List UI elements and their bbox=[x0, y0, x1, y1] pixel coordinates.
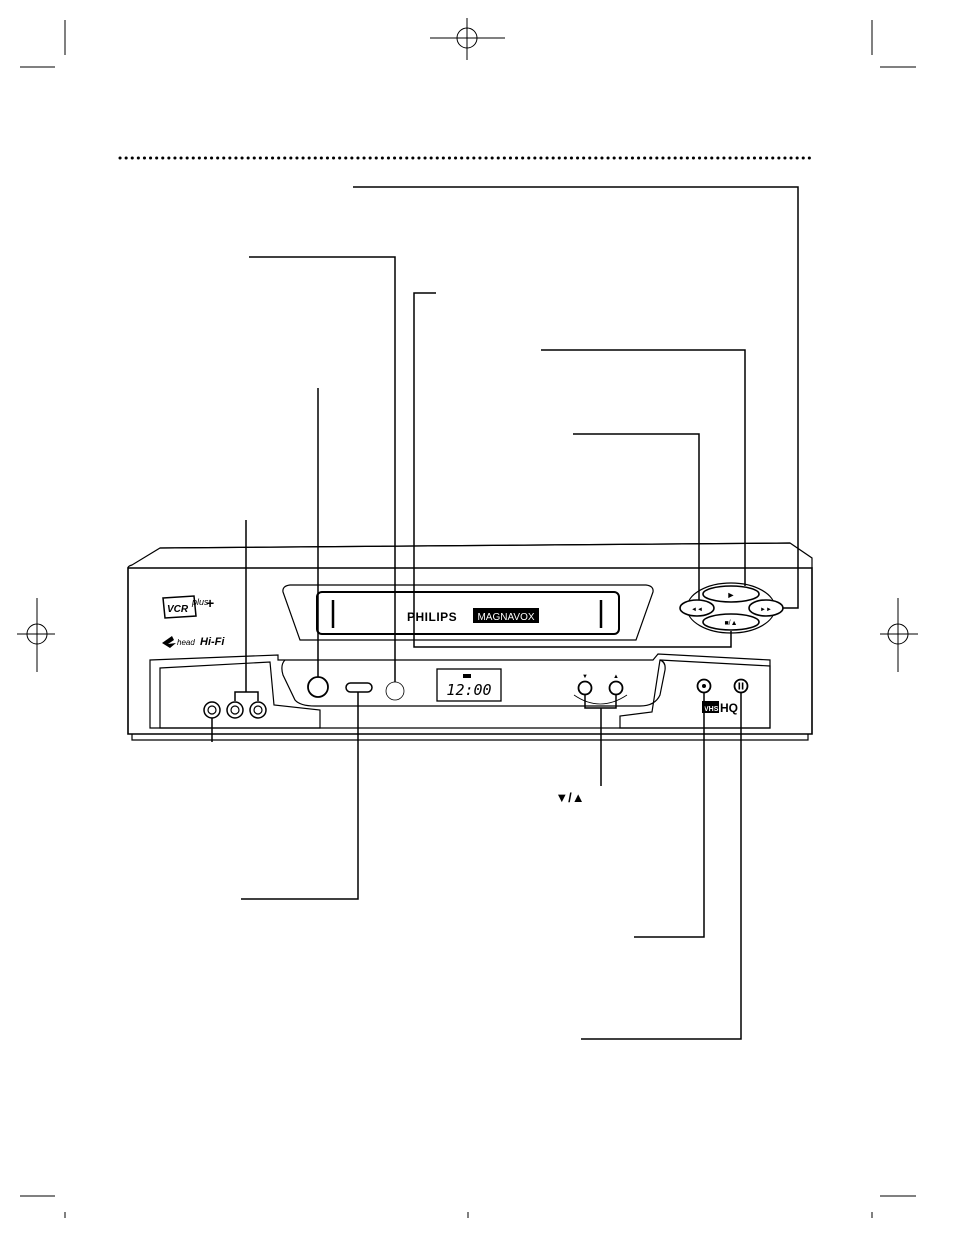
channel-down-button[interactable]: ▼ bbox=[577, 674, 593, 696]
channel-arrows-caption: ▼/▲ bbox=[555, 790, 584, 805]
registration-mark-top bbox=[430, 18, 505, 60]
callout-vcr-tv bbox=[241, 692, 359, 900]
audio-in-jack[interactable] bbox=[249, 701, 267, 719]
rewind-button[interactable]: ◄◄ bbox=[679, 599, 715, 617]
display-time: 12:00 bbox=[446, 681, 491, 699]
callout-record bbox=[634, 693, 705, 938]
callout-stop-eject bbox=[413, 292, 732, 648]
magnavox-logo: MAGNAVOX bbox=[473, 608, 539, 623]
callout-input-jacks-bracket bbox=[234, 691, 259, 701]
stop-eject-button[interactable]: ■/▲ bbox=[702, 613, 760, 631]
svg-text:+: + bbox=[206, 595, 214, 611]
callout-play bbox=[541, 349, 746, 586]
crop-marks bbox=[20, 20, 916, 1218]
fast-forward-button[interactable]: ►► bbox=[748, 599, 784, 617]
svg-text:head: head bbox=[177, 638, 195, 647]
remote-sensor-window bbox=[385, 681, 405, 701]
vcr-plus-logo: VCR plus + bbox=[162, 595, 214, 619]
vcr-tv-button[interactable] bbox=[345, 682, 373, 693]
callout-pause bbox=[581, 693, 742, 1040]
hifi-logo: head Hi-Fi bbox=[162, 636, 225, 648]
play-button[interactable]: ► bbox=[702, 585, 760, 603]
channel-up-symbol: ▲ bbox=[613, 674, 619, 680]
svg-text:VCR: VCR bbox=[167, 604, 189, 615]
registration-mark-right bbox=[880, 598, 918, 672]
vhs-hq-logo: VHS HQ bbox=[702, 701, 738, 715]
display-window: 12:00 bbox=[436, 668, 502, 702]
rewind-button-symbol: ◄◄ bbox=[691, 607, 703, 613]
svg-text:VHS: VHS bbox=[704, 706, 719, 713]
callout-lines bbox=[211, 186, 799, 1040]
callout-rewind bbox=[573, 433, 700, 600]
magnavox-logo-text: MAGNAVOX bbox=[477, 612, 534, 623]
vcr-body bbox=[127, 542, 813, 741]
callout-fast-forward bbox=[353, 186, 799, 609]
svg-text:Hi-Fi: Hi-Fi bbox=[200, 636, 225, 648]
play-button-symbol: ► bbox=[727, 590, 736, 600]
philips-logo: PHILIPS bbox=[407, 610, 457, 624]
svg-text:plus: plus bbox=[191, 597, 209, 607]
power-button[interactable] bbox=[307, 676, 329, 698]
input-jacks bbox=[203, 701, 267, 719]
svg-text:HQ: HQ bbox=[720, 701, 738, 715]
stop-eject-button-symbol: ■/▲ bbox=[724, 620, 737, 627]
fast-forward-button-symbol: ►► bbox=[760, 607, 772, 613]
channel-up-button[interactable]: ▲ bbox=[608, 674, 624, 696]
record-button[interactable] bbox=[696, 678, 712, 694]
channel-buttons-arc bbox=[573, 694, 628, 705]
s-video-jack[interactable] bbox=[203, 701, 221, 719]
channel-down-symbol: ▼ bbox=[582, 674, 588, 680]
video-in-jack[interactable] bbox=[226, 701, 244, 719]
callout-remote-sensor bbox=[249, 256, 396, 682]
registration-mark-left bbox=[17, 598, 55, 672]
pause-button[interactable] bbox=[733, 678, 749, 694]
